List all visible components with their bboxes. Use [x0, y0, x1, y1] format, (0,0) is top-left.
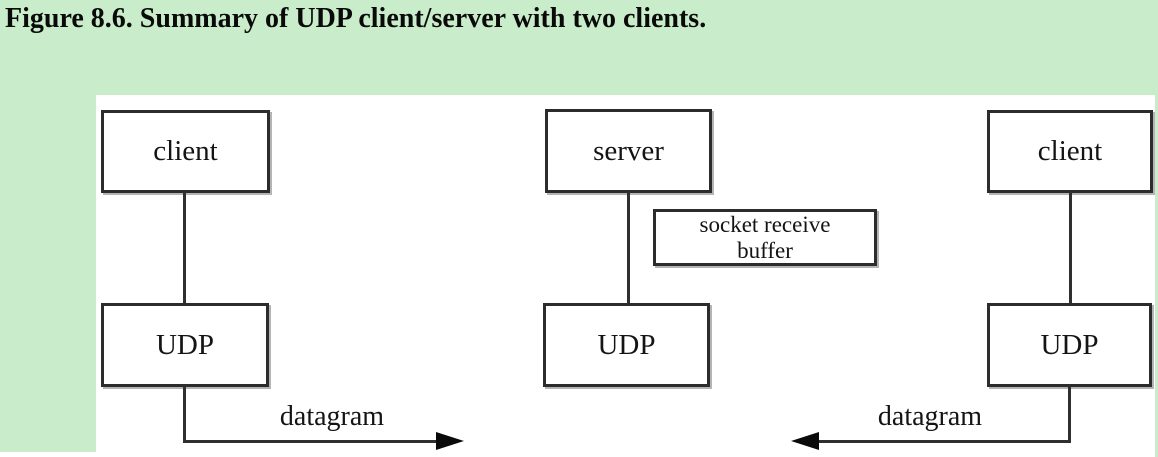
right-client-label: client — [1037, 135, 1103, 167]
right-client-udp-connector — [1069, 192, 1072, 304]
server-udp-connector — [627, 192, 630, 304]
left-datagram-arrow-shaft — [183, 440, 436, 443]
left-arrowhead-icon — [791, 432, 819, 450]
page-left-band — [0, 95, 96, 452]
left-datagram-arrow-vertical — [183, 386, 186, 443]
socket-receive-buffer-label: socket receive buffer — [699, 211, 831, 263]
right-datagram-label: datagram — [877, 401, 983, 432]
left-client-udp-connector — [183, 192, 186, 304]
left-client-label: client — [153, 135, 218, 167]
page-right-band — [1155, 95, 1158, 457]
figure-title: Figure 8.6. Summary of UDP client/server… — [5, 3, 707, 34]
right-udp-label: UDP — [1040, 328, 1099, 361]
left-client-box: client — [101, 110, 270, 193]
right-udp-box: UDP — [987, 303, 1152, 387]
server-box: server — [545, 109, 712, 193]
right-client-box: client — [987, 110, 1153, 193]
left-datagram-label: datagram — [279, 401, 385, 432]
server-label: server — [593, 134, 664, 167]
socket-receive-buffer-box: socket receive buffer — [653, 209, 877, 266]
center-udp-box: UDP — [543, 303, 710, 387]
center-udp-label: UDP — [597, 328, 656, 361]
right-arrowhead-icon — [436, 432, 464, 450]
page-top-band — [0, 0, 1158, 95]
right-datagram-arrow-vertical — [1068, 386, 1071, 443]
left-udp-box: UDP — [101, 303, 269, 387]
right-datagram-arrow-shaft — [819, 440, 1071, 443]
left-udp-label: UDP — [155, 328, 214, 361]
